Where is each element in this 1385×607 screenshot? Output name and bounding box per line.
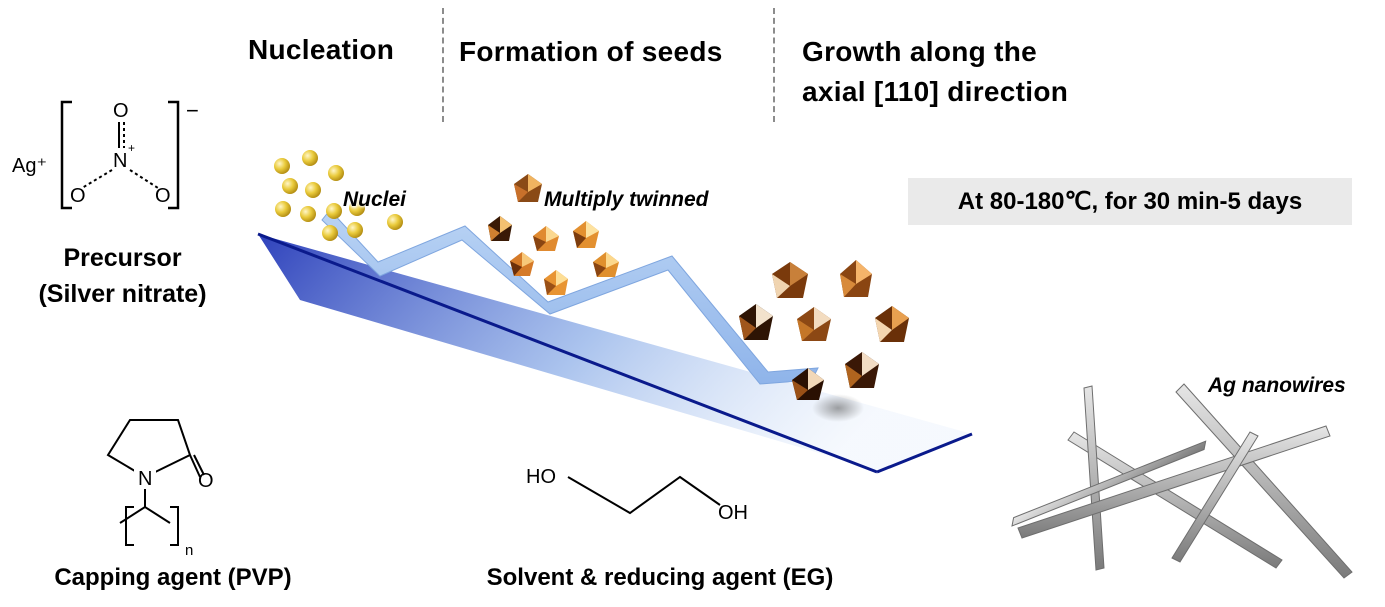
silver-nanowires — [1011, 383, 1353, 579]
ethylene-glycol-structure: HO OH — [526, 466, 748, 524]
pvp-label: Capping agent (PVP) — [54, 564, 292, 591]
stage-divider-2 — [773, 8, 775, 122]
stage-title-growth-line2: axial [110] direction — [802, 76, 1069, 107]
pvp-subscript: n — [185, 542, 193, 559]
stage-title-seeds: Formation of seeds — [459, 36, 723, 67]
pvp-oxygen: O — [198, 470, 214, 492]
nitrate-charge: − — [186, 98, 199, 123]
oxygen-top: O — [113, 100, 129, 122]
oxygen-left: O — [70, 185, 86, 207]
nuclei-particles — [274, 150, 403, 241]
stage-title-nucleation: Nucleation — [248, 34, 395, 65]
reaction-conditions: At 80-180℃, for 30 min-5 days — [908, 178, 1352, 225]
oxygen-right: O — [155, 185, 171, 207]
nuclei-label: Nuclei — [343, 188, 407, 211]
stage-divider-1 — [442, 8, 444, 122]
ramp-end-edge — [876, 432, 973, 474]
silver-cation: Ag⁺ — [12, 155, 47, 177]
eg-ho: HO — [526, 466, 556, 488]
growing-particles — [739, 260, 909, 422]
eg-oh: OH — [718, 502, 748, 524]
pvp-nitrogen: N — [138, 468, 152, 490]
ag-nanowires-label: Ag nanowires — [1208, 374, 1346, 397]
nitrogen-atom: N — [113, 150, 127, 172]
stage-title-growth-line1: Growth along the — [802, 36, 1038, 67]
precursor-label-line1: Precursor — [63, 244, 182, 272]
eg-label: Solvent & reducing agent (EG) — [486, 564, 834, 591]
silver-nitrate-structure: Ag⁺ − O N + O O — [12, 98, 199, 210]
multiply-twinned-label: Multiply twinned — [544, 188, 709, 211]
svg-text:+: + — [128, 141, 135, 155]
twinned-seed-particles — [488, 174, 619, 295]
ramp-plane — [258, 234, 972, 470]
precursor-label-line2: (Silver nitrate) — [38, 280, 207, 308]
pvp-structure: O N n — [106, 419, 214, 559]
ramp-bottom-edge — [257, 232, 878, 474]
